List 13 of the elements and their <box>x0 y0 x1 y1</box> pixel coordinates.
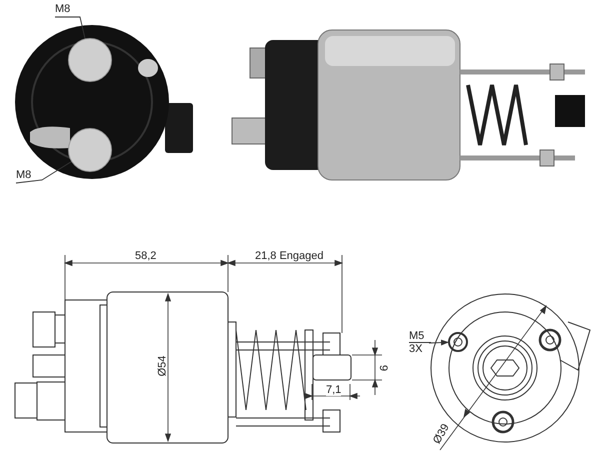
callout-label: M5 <box>409 330 431 343</box>
dimension-label: Ø54 <box>156 356 168 376</box>
callout-label: M8 <box>55 3 72 15</box>
dimension-label: 58,2 <box>135 250 156 262</box>
callout-label: M8 <box>16 169 32 181</box>
dimension-label: 21,8 Engaged <box>255 250 324 262</box>
dimension-label: 9 <box>377 364 390 372</box>
leader-line <box>16 161 72 184</box>
dimension-label: 7,1 <box>326 384 342 396</box>
leader-arrow <box>428 340 449 346</box>
callout-label: 3X <box>409 343 424 355</box>
mounting-nut <box>448 332 468 352</box>
leader-line <box>54 16 86 40</box>
